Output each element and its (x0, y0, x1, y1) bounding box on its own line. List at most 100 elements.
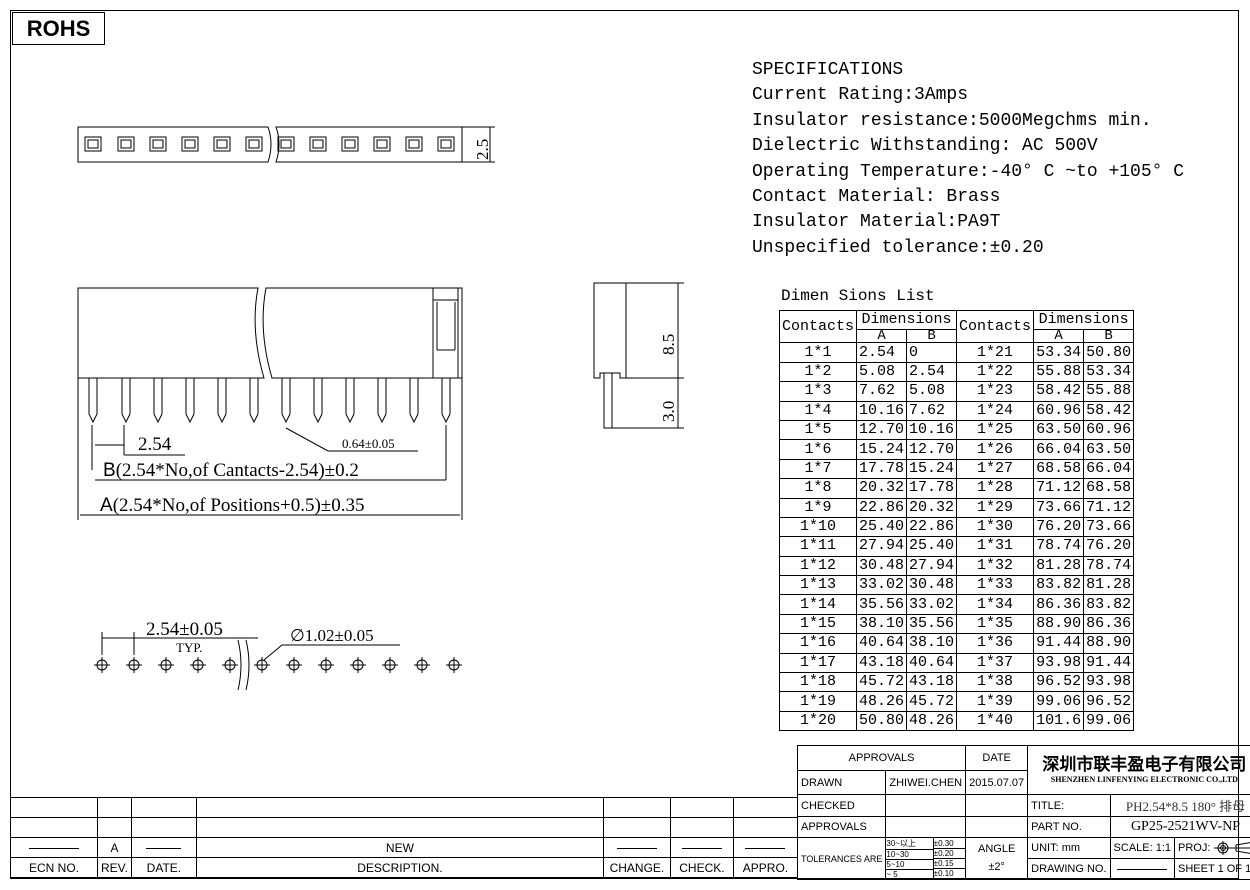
contacts-cell: 1*13 (778, 575, 858, 596)
b-dim: (2.54*No,of Cantacts-2.54)±0.2 (116, 460, 359, 481)
contacts-cell: 1*37 (956, 652, 1035, 674)
dim-b-cell: 30.48 (906, 575, 958, 596)
dim-a-cell: 35.56 (856, 594, 908, 615)
dim-b-cell: 17.78 (906, 478, 958, 499)
contacts-cell: 1*17 (778, 652, 858, 674)
front-view: 2.54 B(2.54*No,of Cantacts-2.54)±0.2 A(2… (77, 287, 463, 520)
contacts-cell: 1*30 (956, 516, 1035, 538)
contact-cavity (373, 136, 391, 152)
dim-a-cell: 12.70 (856, 419, 908, 441)
contact-cavity (245, 136, 263, 152)
spec-line: Insulator resistance:5000Megchms min. (752, 110, 1152, 131)
angle-label: ANGLE (977, 842, 1016, 855)
tol-value: ±0.15 (933, 858, 966, 868)
footprint-hole (158, 657, 174, 673)
dim-b-cell: 76.20 (1083, 536, 1135, 557)
drawn-by: ZHIWEI.CHEN (885, 770, 967, 795)
contacts-cell: 1*20 (778, 710, 858, 732)
dim-b-cell: 88.90 (1083, 633, 1135, 654)
contacts-cell: 1*19 (778, 691, 858, 712)
contacts-cell: 1*39 (956, 691, 1035, 712)
contacts-cell: 1*8 (778, 478, 858, 499)
footprint-hole (222, 657, 238, 673)
contact-pin (217, 378, 227, 424)
projection-label: PROJ: (1178, 841, 1211, 854)
contact-cavity (437, 136, 455, 152)
contact-pin (441, 378, 451, 424)
contacts-cell: 1*36 (956, 633, 1035, 654)
tol-value: ±0.10 (933, 868, 966, 878)
dim-b-cell: 38.10 (906, 633, 958, 654)
check-header: CHECK. (669, 857, 734, 878)
drawing-no-label: DRAWING NO. (1027, 858, 1111, 880)
dim-b-cell: 53.34 (1083, 361, 1135, 383)
dim-a-cell: 7.62 (856, 381, 908, 402)
tolerances-label: TOLERANCES ARE (796, 837, 887, 880)
contact-cavity-inner (440, 139, 452, 149)
contacts-cell: 1*38 (956, 672, 1035, 693)
dim-b-cell: 2.54 (906, 361, 958, 383)
side-view: 8.5 3.0 (593, 282, 684, 429)
tol-range: 30~以上 (886, 839, 916, 848)
dim-a-cell: 27.94 (856, 536, 908, 557)
dim-b-cell: 10.16 (906, 419, 958, 441)
contacts-cell: 1*18 (778, 672, 858, 693)
dim-a-cell: 58.42 (1033, 381, 1085, 402)
svg-text:B(2.54*No,of Cantacts-2.54)±0.: B(2.54*No,of Cantacts-2.54)±0.2 (103, 460, 359, 481)
rev-description: NEW (195, 837, 604, 858)
contact-cavity (213, 136, 231, 152)
dim-a-cell: 78.74 (1033, 536, 1085, 557)
b-header: B (1083, 329, 1135, 344)
contacts-cell: 1*11 (778, 536, 858, 557)
footprint-hole (318, 657, 334, 673)
tol-value: ±0.20 (933, 848, 966, 858)
contacts-cell: 1*25 (956, 419, 1035, 441)
contact-pin (409, 378, 419, 424)
hole-diameter-dim: ∅1.02±0.05 (290, 626, 374, 645)
top-height-dim: 2.5 (473, 139, 492, 160)
description-header: DESCRIPTION. (195, 857, 604, 878)
dim-b-cell: 35.56 (906, 613, 958, 635)
contact-pin (377, 378, 387, 424)
dim-b-cell: 22.86 (906, 516, 958, 538)
dimensions-list-title: Dimen Sions List (781, 287, 935, 305)
a-header: A (856, 329, 908, 344)
date-header: DATE (965, 745, 1029, 771)
svg-text:A(2.54*No,of Positions+0.5)±0.: A(2.54*No,of Positions+0.5)±0.35 (100, 495, 364, 516)
contact-cavity-inner (87, 139, 99, 149)
dim-b-cell: 63.50 (1083, 439, 1135, 460)
dim-b-cell: 15.24 (906, 458, 958, 480)
contacts-header: Contacts (778, 309, 858, 344)
contact-cavity (405, 136, 423, 152)
pin-length-dim: 3.0 (659, 401, 678, 422)
tol-range: 5~10 (886, 859, 933, 869)
rohs-badge: ROHS (12, 12, 105, 45)
dim-a-cell: 63.50 (1033, 419, 1085, 441)
dim-b-cell: 12.70 (906, 439, 958, 460)
contact-cavity (341, 136, 359, 152)
contacts-cell: 1*14 (778, 594, 858, 615)
dim-a-cell: 66.04 (1033, 439, 1085, 460)
dim-b-cell: 43.18 (906, 672, 958, 693)
dim-a-cell: 96.52 (1033, 672, 1085, 693)
dim-b-cell: 45.72 (906, 691, 958, 712)
footprint-hole (382, 657, 398, 673)
dim-a-cell: 68.58 (1033, 458, 1085, 480)
dim-a-cell: 76.20 (1033, 516, 1085, 538)
dim-b-cell: 86.36 (1083, 613, 1135, 635)
b-header: B (906, 329, 958, 344)
contacts-cell: 1*28 (956, 478, 1035, 499)
dim-b-cell: 68.58 (1083, 478, 1135, 499)
part-no-label: PART NO. (1027, 816, 1111, 838)
contacts-cell: 1*10 (778, 516, 858, 538)
contact-pin (281, 378, 291, 424)
